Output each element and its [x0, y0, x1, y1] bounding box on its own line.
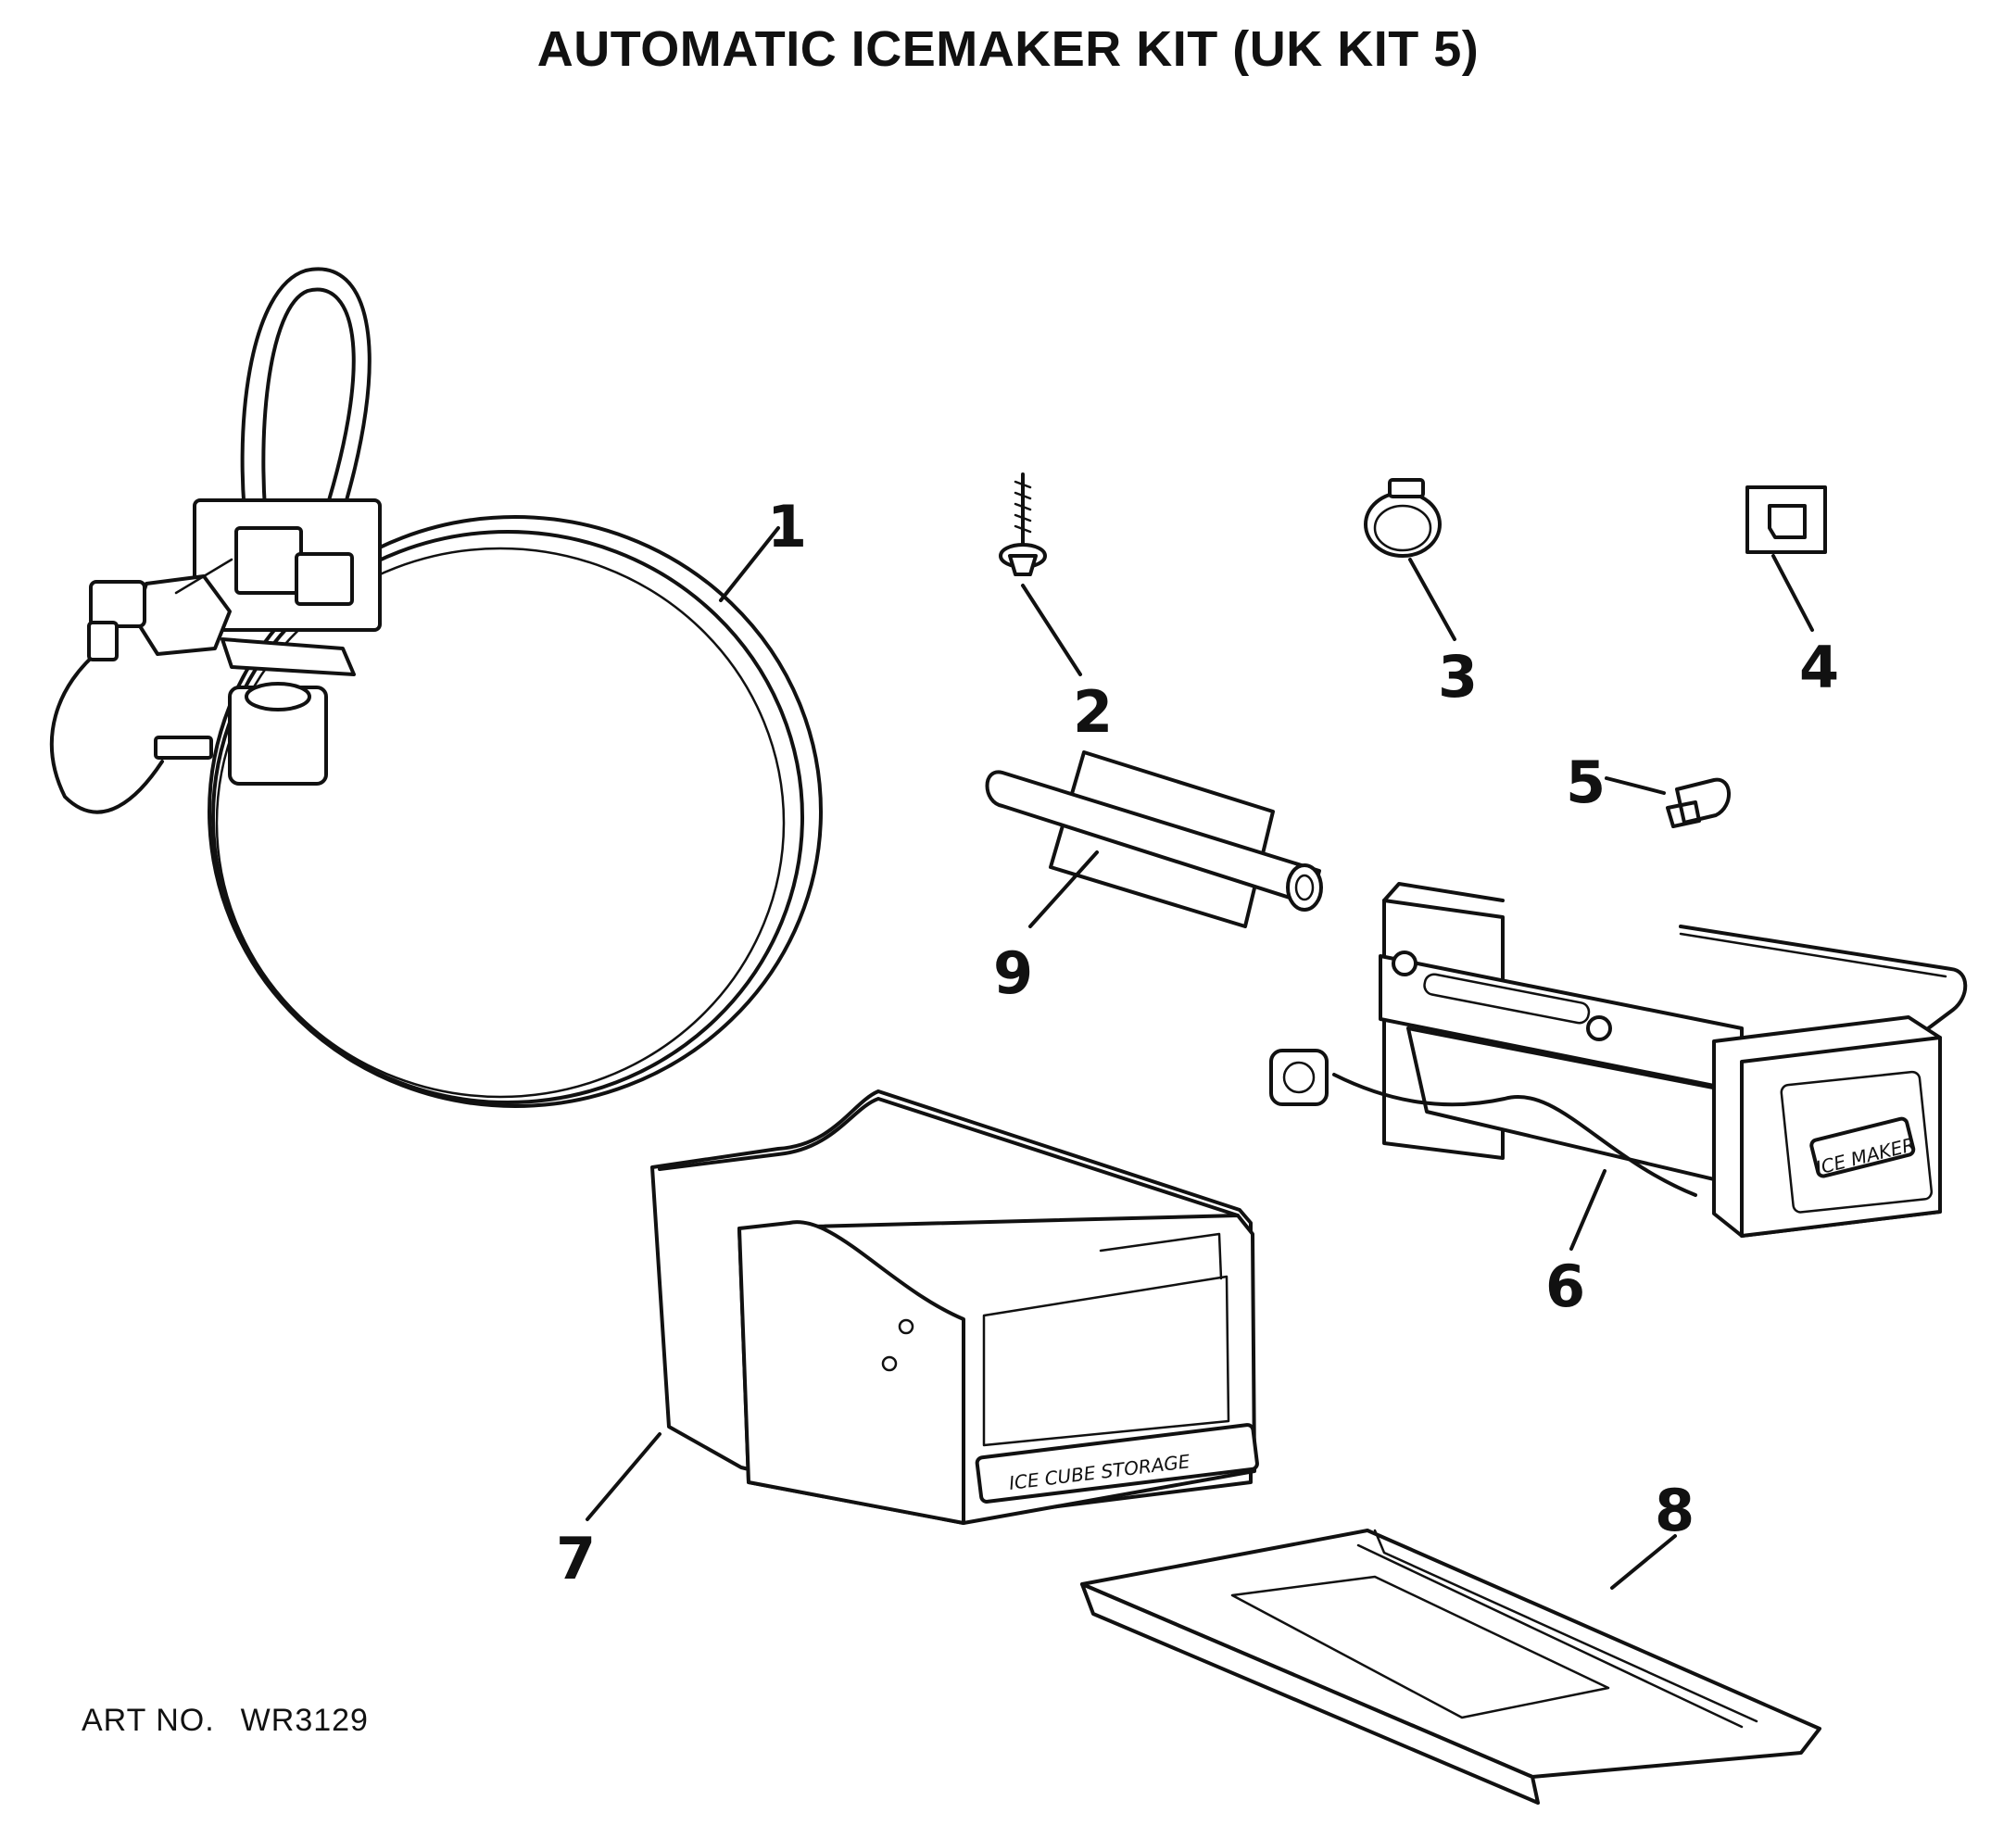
callout-5: 5	[1566, 749, 1606, 816]
callout-9: 9	[993, 939, 1033, 1007]
callout-7: 7	[556, 1525, 596, 1593]
part-6-ice-maker: ICE MAKER	[1269, 882, 1968, 1238]
part-9-tube-with-insulation	[985, 750, 1323, 928]
part-7-ice-storage-bin: ICE CUBE STORAGE	[650, 1089, 1259, 1525]
callout-6: 6	[1545, 1253, 1585, 1320]
callout-8: 8	[1655, 1477, 1695, 1544]
callout-3: 3	[1438, 643, 1478, 711]
part-1-water-valve-assembly	[50, 267, 823, 1108]
part-3-hose-clamp	[1364, 478, 1442, 558]
art-number-value: WR3129	[240, 1703, 369, 1738]
part-8-tray	[1080, 1529, 1821, 1805]
callout-2: 2	[1073, 678, 1113, 746]
art-number-label: ART NO.	[82, 1703, 215, 1738]
callout-1: 1	[767, 493, 807, 560]
part-4-fitting	[1745, 485, 1827, 554]
page-title: AUTOMATIC ICEMAKER KIT (UK KIT 5)	[536, 21, 1480, 77]
callout-4: 4	[1799, 634, 1839, 701]
art-number: ART NO. WR3129	[82, 1703, 369, 1739]
part-2-screw	[999, 472, 1047, 576]
part-5-clip	[1666, 777, 1731, 828]
